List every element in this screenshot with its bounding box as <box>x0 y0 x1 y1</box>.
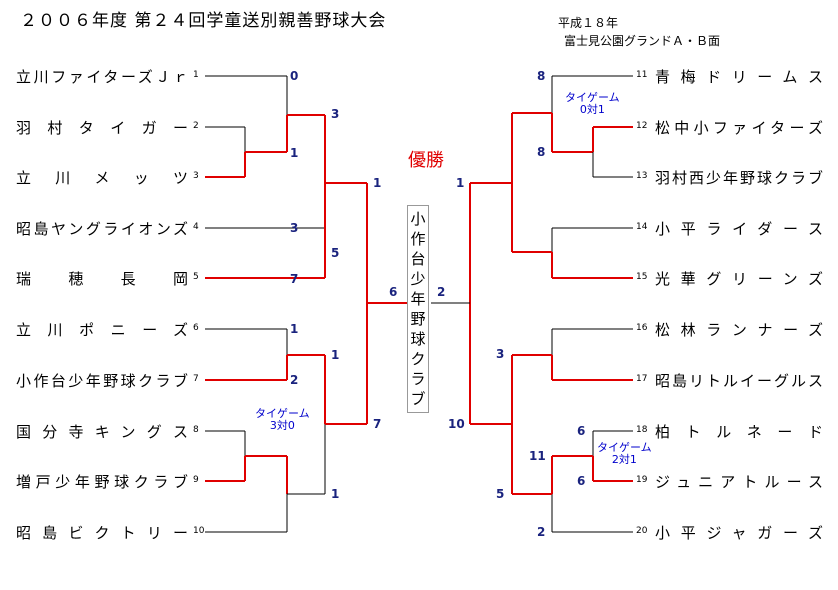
match-score: 5 <box>331 246 340 260</box>
left-team-name: 立川ポニーズ <box>16 321 188 339</box>
left-team-name: 昭島ヤングライオンズ <box>16 220 188 238</box>
left-team-name: 瑞穂長岡 <box>16 270 188 288</box>
right-team-name: 羽村西少年野球クラブ <box>655 169 823 187</box>
match-score: 7 <box>373 417 382 431</box>
left-team-name: 立川メッツ <box>16 169 188 187</box>
left-team-seed: 2 <box>193 121 199 131</box>
match-score: 0 <box>290 69 299 83</box>
match-score: 1 <box>290 146 299 160</box>
right-team-name: 小平ライダース <box>655 220 823 238</box>
left-team-seed: 7 <box>193 374 199 384</box>
right-team-seed: 12 <box>636 121 648 131</box>
left-team-seed: 9 <box>193 475 199 485</box>
right-team-name: 青梅ドリームス <box>655 68 823 86</box>
tiebreak-note-line1: タイゲーム <box>565 91 620 104</box>
right-team-seed: 15 <box>636 272 648 282</box>
right-team-seed: 13 <box>636 171 648 181</box>
champion-team-box: 小作台少年野球クラブ <box>407 205 429 413</box>
right-team-seed: 18 <box>636 425 648 435</box>
left-team-name: 立川ファイターズＪｒ <box>16 68 188 86</box>
match-score: 3 <box>331 107 340 121</box>
match-score: 1 <box>373 176 382 190</box>
left-team-name: 国分寺キングス <box>16 423 188 441</box>
match-score: 11 <box>529 449 546 463</box>
left-team-seed: 5 <box>193 272 199 282</box>
match-score: 6 <box>577 424 586 438</box>
left-team-seed: 10 <box>193 526 205 536</box>
right-team-seed: 19 <box>636 475 648 485</box>
champion-label-text: 優勝 <box>408 150 444 171</box>
match-score: 6 <box>389 285 398 299</box>
left-team-seed: 6 <box>193 323 199 333</box>
match-score: 5 <box>496 487 505 501</box>
right-team-name: 小平ジャガーズ <box>655 524 823 542</box>
match-score: 1 <box>331 348 340 362</box>
match-score: 1 <box>290 322 299 336</box>
right-team-seed: 14 <box>636 222 648 232</box>
right-team-name: 松中小ファイターズ <box>655 119 823 137</box>
left-team-seed: 4 <box>193 222 199 232</box>
match-score: 2 <box>290 373 299 387</box>
right-team-seed: 11 <box>636 70 648 80</box>
champion-team-name: 小作台少年野球クラブ <box>410 210 426 408</box>
right-team-name: 光華グリーンズ <box>655 270 823 288</box>
event-date: 平成１８年 <box>558 16 619 30</box>
right-team-name: 昭島リトルイーグルス <box>655 372 823 390</box>
tiebreak-note-line1: タイゲーム <box>597 441 652 454</box>
match-score: 2 <box>537 525 546 539</box>
left-team-name: 増戸少年野球クラブ <box>16 473 188 491</box>
right-team-name: ジュニアトルース <box>655 473 823 491</box>
match-score: 1 <box>331 487 340 501</box>
match-score: 8 <box>537 69 546 83</box>
right-team-seed: 20 <box>636 526 648 536</box>
champion-label: 優勝 <box>408 150 444 172</box>
match-score: 2 <box>437 285 446 299</box>
left-team-name: 羽村タイガー <box>16 119 188 137</box>
left-team-seed: 8 <box>193 425 199 435</box>
tiebreak-note-line2: 0対1 <box>579 103 605 116</box>
page-title: ２００６年度 第２４回学童送別親善野球大会 <box>20 11 387 31</box>
left-team-seed: 1 <box>193 70 199 80</box>
right-team-name: 松林ランナーズ <box>655 321 823 339</box>
left-team-seed: 3 <box>193 171 199 181</box>
match-score: 8 <box>537 145 546 159</box>
right-team-name: 柏トルネード <box>655 423 823 441</box>
right-team-seed: 16 <box>636 323 648 333</box>
tiebreak-note-line2: 3対0 <box>269 419 295 432</box>
tiebreak-note-line1: タイゲーム <box>255 407 310 420</box>
right-team-seed: 17 <box>636 374 648 384</box>
match-score: 3 <box>290 221 299 235</box>
match-score: 10 <box>448 417 465 431</box>
left-team-name: 小作台少年野球クラブ <box>16 372 188 390</box>
tiebreak-note-line2: 2対1 <box>611 453 637 466</box>
match-score: 7 <box>290 272 299 286</box>
match-score: 6 <box>577 474 586 488</box>
event-venue: 富士見公園グランドＡ・Ｂ面 <box>564 34 721 48</box>
left-team-name: 昭島ビクトリー <box>16 524 188 542</box>
match-score: 1 <box>456 176 465 190</box>
match-score: 3 <box>496 347 505 361</box>
